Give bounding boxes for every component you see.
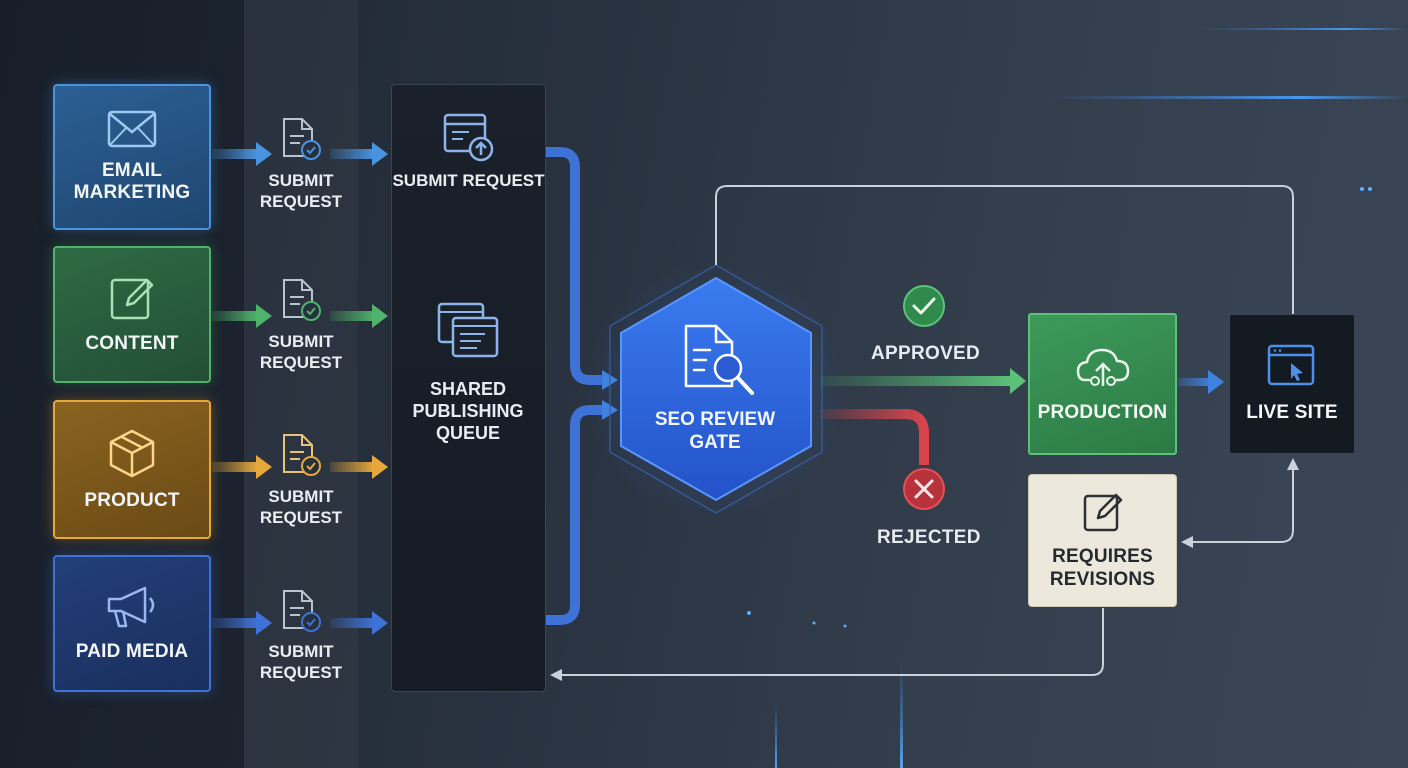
doc-check-icon — [283, 434, 321, 476]
doc-check-icon — [283, 118, 321, 160]
stacked-windows-icon — [437, 302, 499, 358]
requires-revisions-label: REQUIRES REVISIONS — [1049, 545, 1156, 590]
source-product[interactable]: PRODUCT — [53, 400, 211, 539]
production-node[interactable]: PRODUCTION — [1028, 313, 1177, 455]
live-site-label: LIVE SITE — [1246, 402, 1338, 423]
envelope-icon — [107, 110, 157, 148]
source-paid-media[interactable]: PAID MEDIA — [53, 555, 211, 692]
submit-request-label: SUBMIT REQUEST — [259, 332, 343, 372]
decor-streak — [775, 700, 777, 768]
doc-check-icon — [283, 279, 321, 321]
decor-streak — [1050, 96, 1408, 99]
cloud-upload-icon — [1076, 348, 1129, 386]
decor-streak — [1200, 28, 1408, 30]
source-content[interactable]: CONTENT — [53, 246, 211, 383]
approved-label: APPROVED — [871, 343, 981, 364]
submit-request-label: SUBMIT REQUEST — [259, 171, 343, 211]
doc-check-icon — [283, 590, 321, 632]
queue-submit-request-label: SUBMIT REQUEST — [392, 171, 545, 190]
source-label: PRODUCT — [84, 489, 180, 511]
megaphone-icon — [107, 586, 155, 627]
decor-streak — [900, 660, 903, 768]
approved-check-icon — [903, 285, 945, 327]
seo-review-gate-label: SEO REVIEW GATE — [654, 409, 776, 453]
production-label: PRODUCTION — [1037, 402, 1168, 423]
shared-publishing-queue[interactable] — [391, 84, 546, 692]
queue-label: SHARED PUBLISHING QUEUE — [412, 379, 524, 443]
arrow-paid-to-request — [212, 611, 388, 635]
source-email-marketing[interactable]: EMAIL MARKETING — [53, 84, 211, 230]
approved-connector — [820, 368, 1026, 394]
browser-cursor-icon — [1267, 344, 1315, 386]
document-search-icon — [684, 324, 754, 395]
box-icon — [109, 429, 155, 477]
rejected-label: REJECTED — [877, 527, 981, 548]
browser-upload-icon — [443, 113, 494, 162]
edit-icon — [1083, 493, 1122, 531]
arrow-content-to-request — [212, 304, 388, 328]
rejected-connector — [820, 409, 929, 465]
revisions-to-queue-connector — [560, 608, 1104, 676]
source-label: CONTENT — [85, 332, 179, 354]
edit-icon — [110, 278, 154, 319]
arrow-email-to-request — [212, 142, 388, 166]
submit-request-label: SUBMIT REQUEST — [259, 487, 343, 527]
arrow-product-to-request — [212, 455, 388, 479]
seo-review-gate-shape[interactable] — [586, 260, 846, 520]
source-label: PAID MEDIA — [75, 640, 189, 662]
source-label: EMAIL MARKETING — [73, 160, 191, 203]
feedback-loop-top — [715, 185, 1294, 314]
submit-request-label: SUBMIT REQUEST — [259, 642, 343, 682]
arrow-production-to-live — [1178, 370, 1224, 394]
requires-revisions-node[interactable]: REQUIRES REVISIONS — [1028, 474, 1177, 607]
live-site-node[interactable]: LIVE SITE — [1229, 314, 1355, 454]
live-to-revisions-connector — [1192, 466, 1294, 543]
